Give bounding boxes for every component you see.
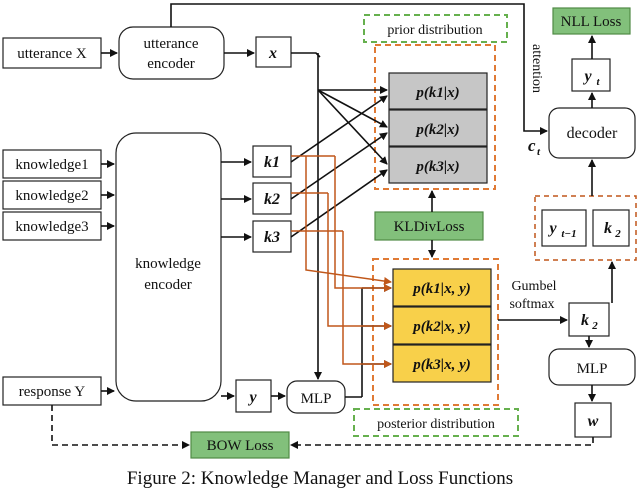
mlp-right: MLP (548, 348, 636, 386)
svg-text:y: y (582, 68, 592, 85)
svg-text:t−1: t−1 (561, 228, 576, 240)
svg-text:k1: k1 (264, 154, 280, 171)
svg-text:response Y: response Y (19, 384, 86, 400)
w-vector: w (574, 402, 612, 438)
svg-text:softmax: softmax (509, 297, 554, 312)
bow-loss-box: BOW Loss (190, 431, 290, 459)
edge-response-bow (51, 405, 190, 449)
posterior-row-1: p(k1|x, y) (392, 268, 492, 307)
svg-text:2: 2 (614, 228, 621, 240)
response-input: response Y (2, 376, 102, 406)
svg-text:k2: k2 (264, 191, 280, 208)
yt-vector: y t (571, 58, 611, 92)
edge-x-prior-3 (317, 89, 388, 165)
prior-row-1: p(k1|x) (388, 72, 488, 110)
svg-text:k: k (581, 312, 589, 329)
svg-text:KLDivLoss: KLDivLoss (394, 219, 465, 235)
svg-text:knowledge: knowledge (135, 256, 201, 272)
attention-label: attention (529, 44, 544, 93)
svg-text:t: t (537, 146, 541, 158)
svg-text:knowledge2: knowledge2 (15, 188, 88, 204)
svg-text:y: y (247, 389, 257, 406)
svg-text:BOW Loss: BOW Loss (207, 438, 274, 454)
svg-text:MLP: MLP (301, 391, 332, 407)
decoder-block: decoder (548, 107, 636, 159)
svg-text:p(k3|x): p(k3|x) (414, 159, 459, 175)
svg-text:p(k1|x, y): p(k1|x, y) (411, 281, 470, 297)
svg-text:prior distribution: prior distribution (387, 23, 482, 38)
figure-caption: Figure 2: Knowledge Manager and Loss Fun… (127, 468, 513, 489)
svg-text:utterance: utterance (144, 36, 199, 52)
svg-text:p(k2|x): p(k2|x) (414, 122, 459, 138)
k2-decoder-vector: k 2 (592, 209, 630, 247)
edge-k2-post (327, 193, 392, 330)
knowledge-input-2: knowledge2 (2, 180, 102, 210)
svg-text:k3: k3 (264, 229, 280, 246)
k-vector-3: k3 (252, 220, 292, 253)
k-vector-1: k1 (252, 145, 292, 178)
svg-text:knowledge3: knowledge3 (15, 219, 88, 235)
prior-row-3: p(k3|x) (388, 146, 488, 184)
prior-row-2: p(k2|x) (388, 109, 488, 147)
ct-label: c t (528, 136, 541, 158)
prior-distribution-label: prior distribution (363, 14, 508, 43)
edge-w-bow (290, 437, 594, 449)
svg-text:y: y (547, 220, 557, 237)
posterior-distribution-frame (372, 258, 499, 406)
edge-k3-post (342, 231, 392, 368)
svg-text:c: c (528, 136, 536, 155)
posterior-row-3: p(k3|x, y) (392, 344, 492, 383)
edge-k1-post-diag (305, 156, 392, 285)
mlp-left: MLP (286, 380, 346, 414)
svg-text:2: 2 (591, 320, 598, 332)
svg-text:encoder: encoder (147, 56, 194, 72)
knowledge-input-1: knowledge1 (2, 149, 102, 179)
utterance-input: utterance X (2, 37, 102, 69)
x-vector: x (255, 36, 292, 68)
utterance-encoder: utterance encoder (118, 26, 225, 80)
kldivloss-box: KLDivLoss (374, 211, 484, 241)
edge-k1-post (334, 156, 392, 292)
posterior-distribution-label: posterior distribution (353, 408, 519, 437)
svg-text:x: x (268, 45, 277, 62)
edge-k1-prior (290, 95, 388, 163)
svg-text:Gumbel: Gumbel (511, 279, 556, 294)
y-vector: y (235, 379, 272, 413)
edge-x-prior-2 (317, 89, 388, 128)
prior-distribution-frame (374, 44, 496, 190)
svg-text:MLP: MLP (577, 361, 608, 377)
edge-attention-decoder (170, 3, 548, 135)
k2-selected-vector: k 2 (568, 302, 610, 337)
knowledge-encoder: knowledge encoder (115, 132, 222, 402)
svg-text:w: w (588, 413, 599, 430)
knowledge-input-3: knowledge3 (2, 211, 102, 241)
edge-k2-prior (290, 132, 388, 200)
posterior-row-2: p(k2|x, y) (392, 306, 492, 345)
svg-text:decoder: decoder (567, 125, 618, 142)
svg-text:t: t (596, 76, 600, 88)
nll-loss-box: NLL Loss (552, 7, 631, 35)
decoder-input-frame (534, 195, 637, 261)
svg-text:k: k (604, 220, 612, 237)
k-vector-2: k2 (252, 182, 292, 215)
svg-text:encoder: encoder (144, 277, 191, 293)
yt-minus-1-vector: y t−1 (541, 209, 587, 247)
svg-text:p(k1|x): p(k1|x) (414, 85, 459, 101)
svg-text:p(k2|x, y): p(k2|x, y) (411, 319, 470, 335)
edge-x-prior (291, 52, 321, 58)
svg-text:knowledge1: knowledge1 (15, 157, 88, 173)
edge-k3-prior (290, 169, 388, 238)
svg-text:NLL Loss: NLL Loss (561, 14, 622, 30)
svg-text:p(k3|x, y): p(k3|x, y) (411, 357, 470, 373)
gumbel-softmax-label: Gumbel softmax (509, 279, 556, 312)
svg-text:posterior distribution: posterior distribution (377, 417, 495, 432)
svg-text:utterance X: utterance X (17, 46, 87, 62)
